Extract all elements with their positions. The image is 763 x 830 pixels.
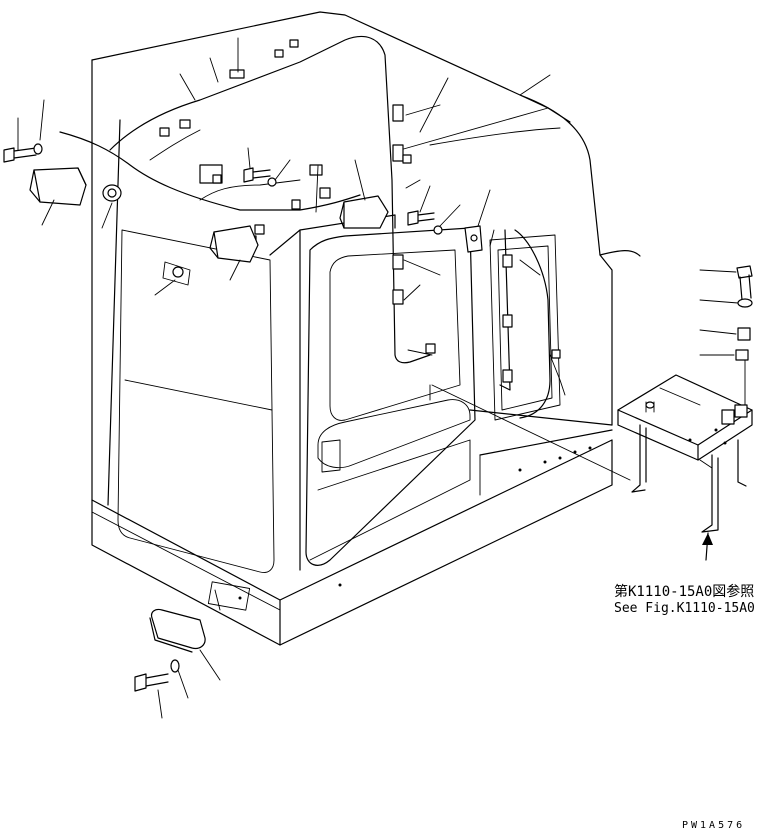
bolt-top-left xyxy=(3,143,43,163)
reference-note-en: See Fig.K1110-15A0 xyxy=(614,601,755,616)
bracket-bolt xyxy=(699,265,753,411)
clamp-part xyxy=(162,261,191,286)
work-lamp-center xyxy=(209,225,259,263)
bolt-bottom xyxy=(134,649,221,719)
reference-arrow xyxy=(702,532,713,561)
work-lamp-right xyxy=(339,195,389,229)
cab-body xyxy=(91,11,641,646)
leader-lines xyxy=(17,37,631,481)
cover-plate xyxy=(149,581,251,653)
mounting-bracket xyxy=(617,374,753,533)
work-lamp-left xyxy=(29,167,122,206)
drawing-code: PW1A576 xyxy=(682,820,745,830)
wire-harness xyxy=(59,35,566,419)
bolt-right xyxy=(407,210,443,235)
reference-note-jp: 第K1110-15A0図参照 xyxy=(614,583,754,600)
bracket-small xyxy=(464,225,483,253)
bolt-mid xyxy=(243,167,277,187)
